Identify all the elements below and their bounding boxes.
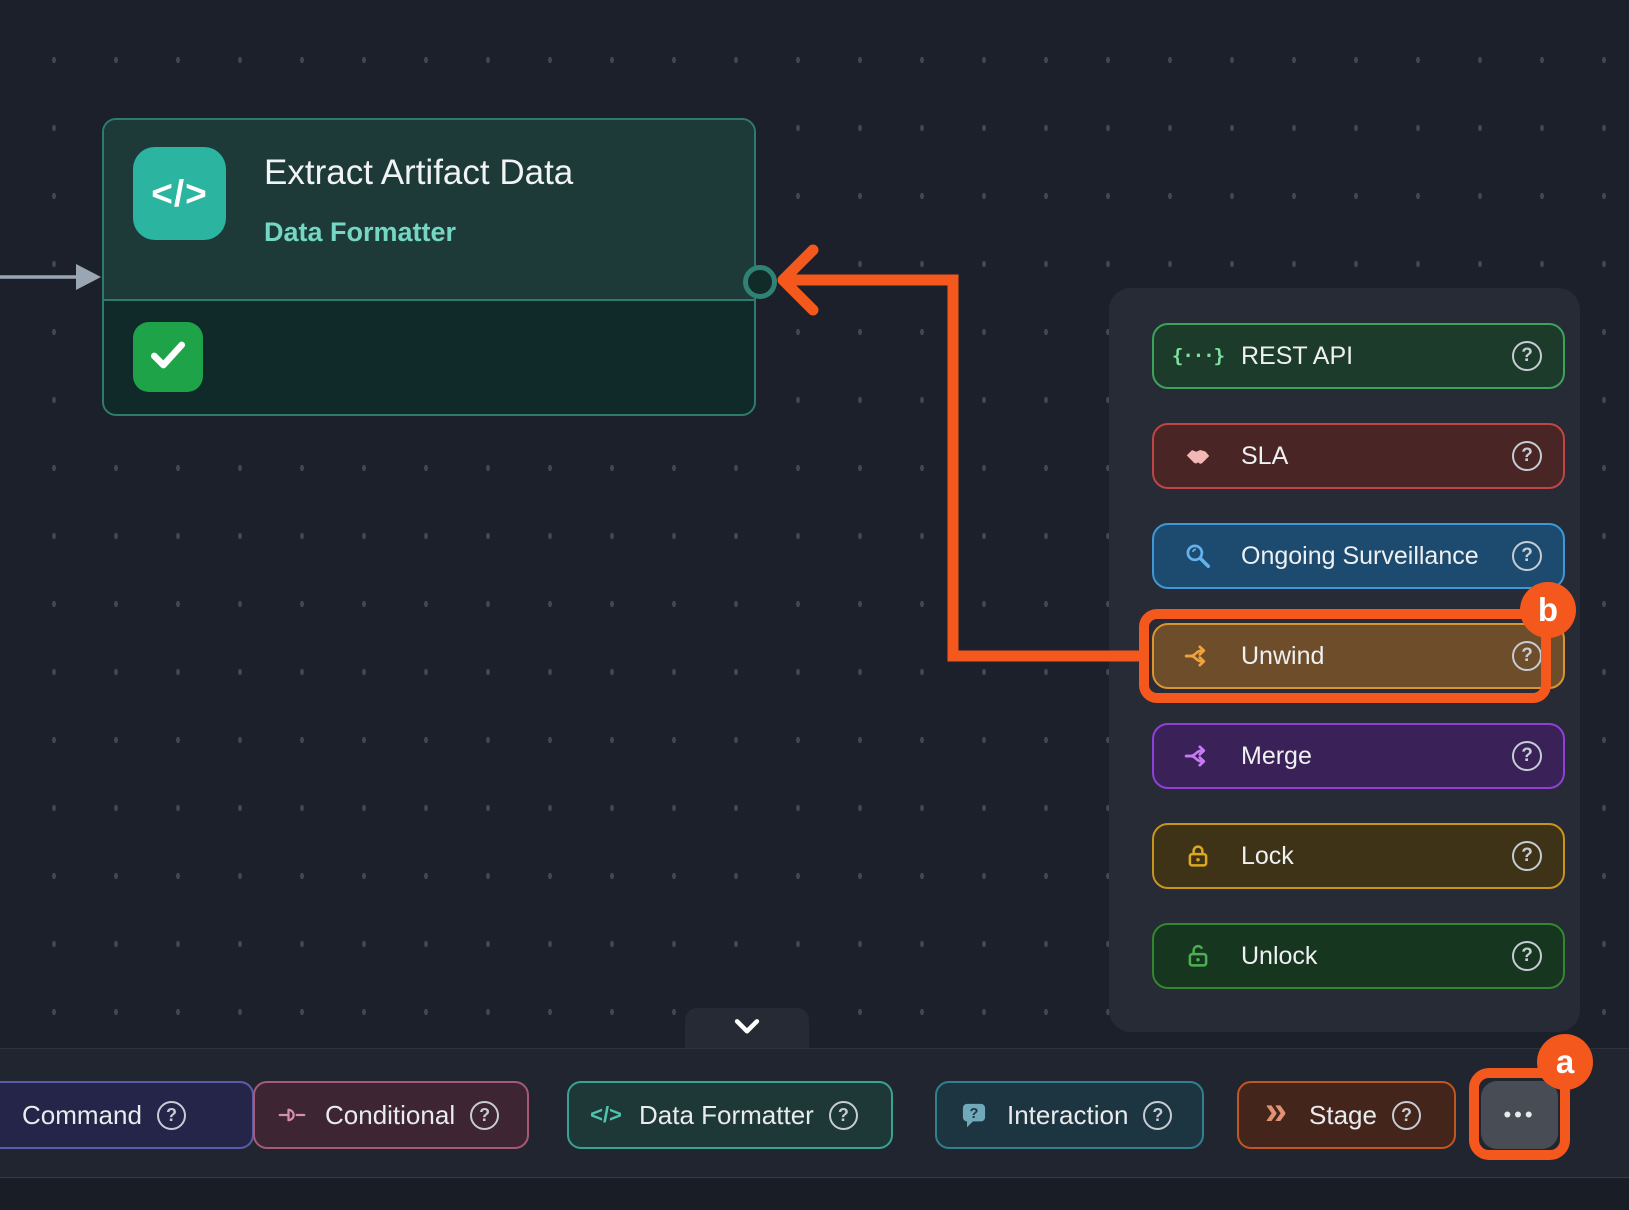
lock-icon — [1182, 840, 1214, 872]
chat-question-icon: ? — [959, 1100, 989, 1130]
palette-item-command[interactable]: Command ? — [0, 1081, 254, 1149]
plug-icon — [277, 1100, 307, 1130]
menu-item-label: Unwind — [1241, 641, 1325, 670]
merge-icon — [1182, 740, 1214, 772]
help-icon[interactable]: ? — [1143, 1100, 1173, 1130]
palette-item-data-formatter[interactable]: </> Data Formatter ? — [567, 1081, 893, 1149]
help-icon[interactable]: ? — [470, 1100, 500, 1130]
svg-text:?: ? — [970, 1106, 979, 1122]
menu-item-lock[interactable]: Lock ? — [1152, 823, 1565, 889]
menu-item-label: Lock — [1241, 841, 1294, 870]
split-icon — [1182, 640, 1214, 672]
help-icon[interactable]: ? — [1512, 741, 1542, 771]
menu-item-label: Merge — [1241, 741, 1312, 770]
menu-item-merge[interactable]: Merge ? — [1152, 723, 1565, 789]
workflow-node-extract-artifact-data[interactable]: </> Extract Artifact Data Data Formatter — [102, 118, 756, 416]
palette-item-stage[interactable]: » Stage ? — [1237, 1081, 1456, 1149]
help-icon[interactable]: ? — [1391, 1100, 1421, 1130]
menu-item-ongoing-surveillance[interactable]: Ongoing Surveillance ? — [1152, 523, 1565, 589]
menu-item-label: Ongoing Surveillance — [1241, 541, 1479, 570]
help-icon[interactable]: ? — [156, 1100, 186, 1130]
palette-item-label: Stage — [1309, 1099, 1377, 1130]
braces-icon: {···} — [1171, 345, 1225, 367]
help-icon[interactable]: ? — [828, 1100, 858, 1130]
code-icon: </> — [590, 1102, 622, 1127]
incoming-arrowhead-icon — [76, 264, 101, 290]
chevron-down-icon — [730, 1015, 764, 1044]
toolbar-collapse-tab[interactable] — [685, 1008, 809, 1050]
menu-item-label: Unlock — [1241, 941, 1318, 970]
tutorial-arrow-line — [784, 274, 1141, 662]
palette-item-label: Interaction — [1007, 1099, 1129, 1130]
tutorial-arrowhead-icon — [777, 244, 819, 316]
success-status-badge — [133, 322, 203, 392]
menu-item-label: SLA — [1241, 441, 1289, 470]
palette-item-interaction[interactable]: ? Interaction ? — [935, 1081, 1204, 1149]
handshake-icon — [1182, 440, 1214, 472]
more-options-button[interactable]: ••• — [1481, 1081, 1558, 1149]
menu-item-rest-api[interactable]: {···} REST API ? — [1152, 323, 1565, 389]
help-icon[interactable]: ? — [1512, 641, 1542, 671]
check-icon — [146, 333, 190, 382]
menu-item-sla[interactable]: SLA ? — [1152, 423, 1565, 489]
node-subtitle: Data Formatter — [264, 217, 457, 247]
palette-item-label: Conditional — [325, 1099, 456, 1130]
menu-item-unwind[interactable]: Unwind ? — [1152, 623, 1565, 689]
menu-item-unlock[interactable]: Unlock ? — [1152, 923, 1565, 989]
magnifier-icon — [1182, 540, 1214, 572]
unlock-icon — [1182, 940, 1214, 972]
help-icon[interactable]: ? — [1512, 541, 1542, 571]
node-output-port[interactable] — [743, 265, 777, 299]
node-title: Extract Artifact Data — [264, 153, 574, 192]
node-palette-toolbar: Command ? Conditional ? </> Data Formatt… — [0, 1048, 1629, 1178]
palette-item-label: Data Formatter — [639, 1099, 814, 1130]
bottom-strip — [0, 1177, 1629, 1210]
double-chevron-icon: » — [1264, 1089, 1288, 1133]
help-icon[interactable]: ? — [1512, 841, 1542, 871]
help-icon[interactable]: ? — [1512, 341, 1542, 371]
menu-item-label: REST API — [1241, 341, 1354, 370]
help-icon[interactable]: ? — [1512, 441, 1542, 471]
palette-item-label: Command — [22, 1099, 142, 1130]
code-icon: </> — [133, 147, 226, 240]
help-icon[interactable]: ? — [1512, 941, 1542, 971]
action-menu-panel: {···} REST API ? SLA ? Ongoing Surveilla… — [1109, 288, 1580, 1032]
palette-item-conditional[interactable]: Conditional ? — [253, 1081, 529, 1149]
